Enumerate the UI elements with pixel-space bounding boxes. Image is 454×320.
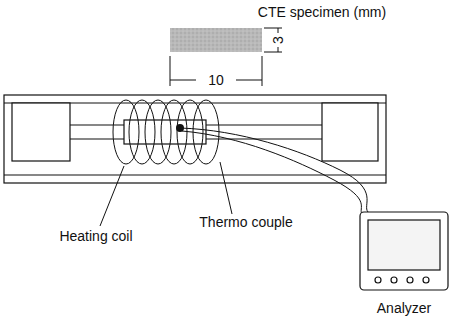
analyzer-device — [360, 212, 448, 290]
device-label: Analyzer — [377, 300, 431, 316]
thermocouple-wire — [180, 128, 368, 214]
dimension-value: 10 — [208, 72, 224, 88]
heating-coil — [113, 100, 219, 164]
specimen — [170, 28, 262, 52]
part-label: Thermo couple — [199, 214, 292, 230]
furnace-housing — [4, 95, 386, 183]
part-label: Heating coil — [59, 228, 132, 244]
analyzer-box: Analyzer — [360, 212, 448, 318]
dimension-value: 3 — [270, 36, 286, 44]
diagram-title: CTE specimen (mm) — [258, 4, 386, 20]
